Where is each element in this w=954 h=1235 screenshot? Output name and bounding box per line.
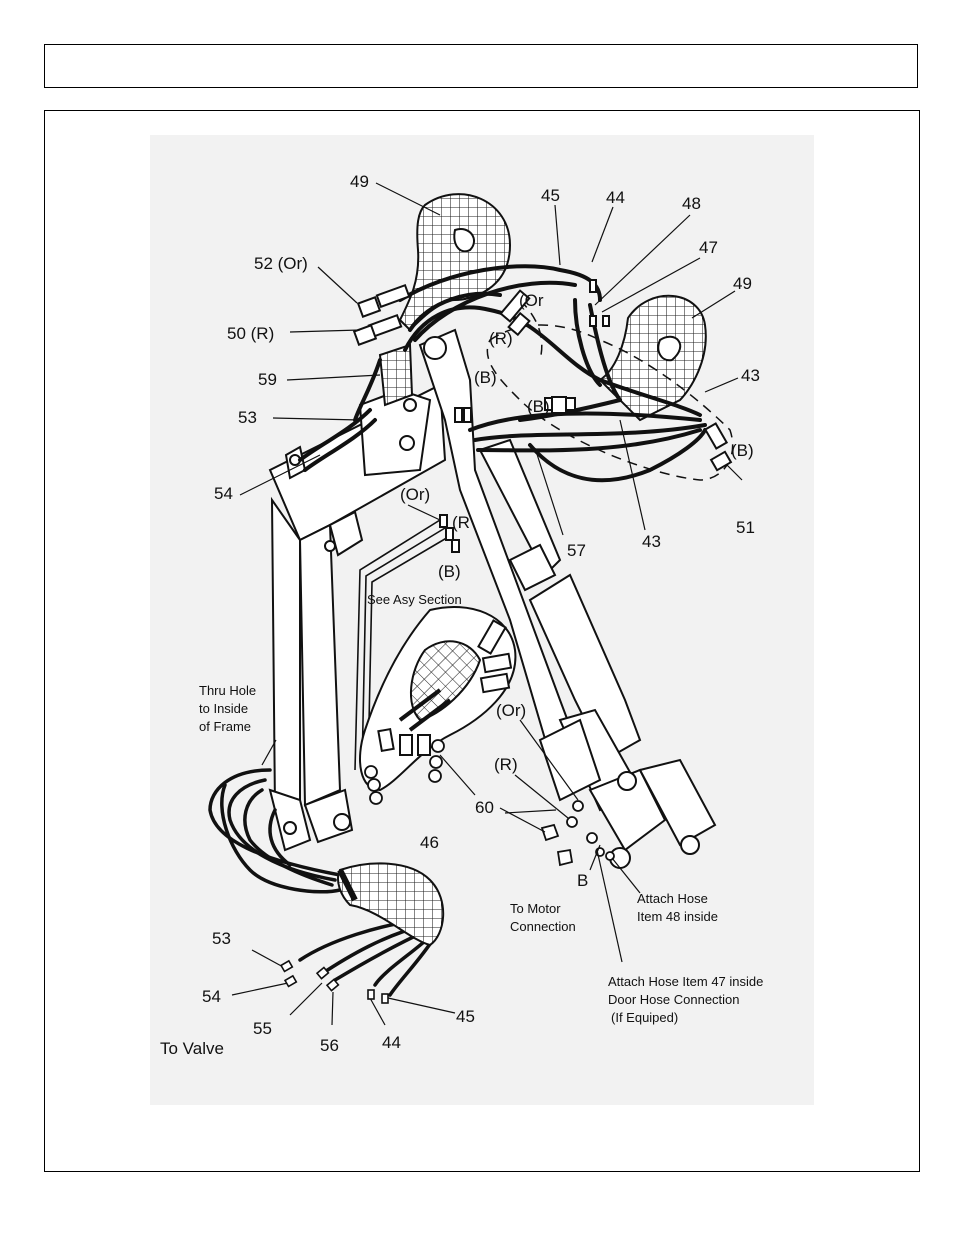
bundle-clamp [337,868,358,902]
color-tag-b-right: (B) [731,441,754,460]
frame-lines [354,519,451,771]
callout-43-bottom: 43 [642,532,661,551]
hose-47-note-line3: (If Equiped) [611,1010,678,1025]
color-tag-r-top: (R) [489,329,513,348]
to-motor-note-line2: Connection [510,919,576,934]
color-tag-b-top: (B) [474,368,497,387]
color-tag-r-low: (R) [494,755,518,774]
callout-45-bottom: 45 [456,1007,475,1026]
color-tag-or-low: (Or) [496,701,526,720]
callout-b: B [577,871,588,890]
callout-45-top: 45 [541,186,560,205]
center-bracket [358,343,432,477]
header-box [44,44,918,88]
fittings-top [352,279,733,553]
color-tag-b-low: (B) [438,562,461,581]
callout-48: 48 [682,194,701,213]
assembly-section-detail [359,605,517,792]
callout-43-top: 43 [741,366,760,385]
hose-guard-bottom [337,862,445,947]
thru-hole-note-line2: to Inside [199,701,248,716]
hose-47-note-line1: Attach Hose Item 47 inside [608,974,763,989]
hose-47-note-line2: Door Hose Connection [608,992,740,1007]
see-asy-section-note: See Asy Section [367,592,462,607]
color-tag-r-mid: (R [452,513,470,532]
callout-51: 51 [736,518,755,537]
callout-55: 55 [253,1019,272,1038]
hoses [298,264,707,483]
color-tag-or-mid: (Or) [400,485,430,504]
callout-54-bottom: 54 [202,987,221,1006]
callout-54-top: 54 [214,484,233,503]
color-tag-or-top: (Or [519,291,544,310]
callout-53-bottom: 53 [212,929,231,948]
callout-50-r: 50 (R) [227,324,274,343]
callout-53-top: 53 [238,408,257,427]
main-frame [44,110,920,1172]
callout-49-right: 49 [733,274,752,293]
thru-hole-note-line3: of Frame [199,719,251,734]
leader-lines [231,182,743,1026]
hose-48-note-line1: Attach Hose [637,891,708,906]
callout-60: 60 [475,798,494,817]
to-valve-note: To Valve [160,1039,224,1058]
valve-fittings [279,959,389,1004]
to-motor-note-line1: To Motor [510,901,561,916]
callout-57: 57 [567,541,586,560]
callout-44-bottom: 44 [382,1033,401,1052]
hose-48-note-line2: Item 48 inside [637,909,718,924]
callout-46: 46 [420,833,439,852]
dashed-line [519,299,543,361]
callout-49-top: 49 [350,172,369,191]
thru-hole-note-line1: Thru Hole [199,683,256,698]
callout-47: 47 [699,238,718,257]
color-tag-b-mid: (B) [527,397,550,416]
callout-59: 59 [258,370,277,389]
callout-56: 56 [320,1036,339,1055]
callout-44-top: 44 [606,188,625,207]
swing-arm [418,328,717,869]
callout-52-or: 52 (Or) [254,254,308,273]
